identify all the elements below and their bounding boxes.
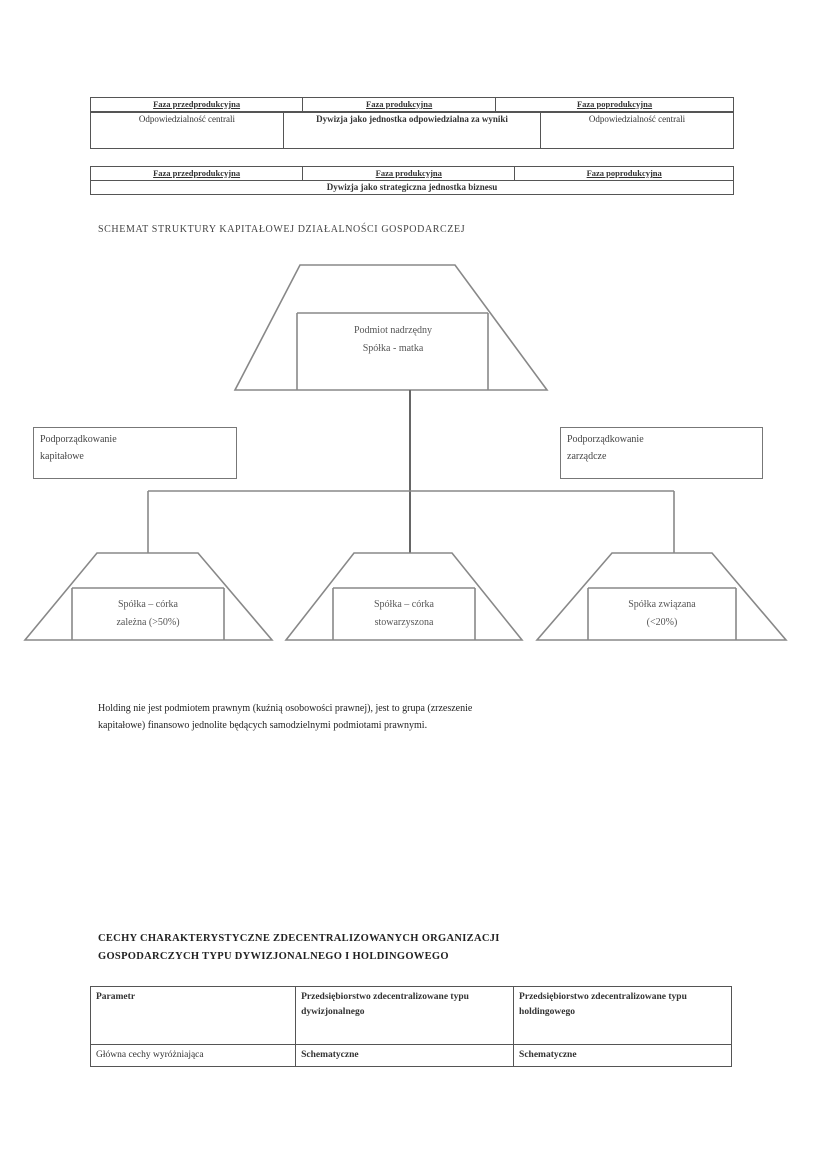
related-company-line1: Spółka związana: [628, 599, 696, 610]
associate-label: Spółka – córka stowarzyszona: [333, 596, 475, 632]
table1-header-prod: Faza produkcyjna: [302, 97, 497, 112]
table3-row0-holding: Schematyczne: [513, 1044, 732, 1067]
phase-table-1: Faza przedprodukcyjna Faza produkcyjna F…: [89, 97, 734, 112]
related-company-label: Spółka związana (<20%): [588, 596, 736, 632]
diagram-title: SCHEMAT STRUKTURY KAPITAŁOWEJ DZIAŁALNOŚ…: [98, 224, 466, 235]
table3-row0-divisional: Schematyczne: [295, 1044, 515, 1067]
phase-table-2: Faza przedprodukcyjna Faza produkcyjna F…: [89, 166, 734, 195]
parent-company-line1: Podmiot nadrzędny: [353, 325, 433, 336]
characteristics-table: Parametr Przedsiębiorstwo zdecentralizow…: [89, 986, 732, 1067]
table3-header-param: Parametr: [89, 986, 297, 1045]
parent-company-label: Podmiot nadrzędny Spółka - matka: [298, 322, 488, 358]
related-company-line2: (<20%): [646, 617, 678, 628]
table1-header-pre: Faza przedprodukcyjna: [89, 97, 304, 112]
table3-row0-param: Główna cechy wyróżniająca: [89, 1044, 297, 1067]
table3-header-divisional: Przedsiębiorstwo zdecentralizowane typu …: [295, 986, 515, 1045]
table2-cell-merged: Dywizja jako strategiczna jednostka bizn…: [90, 180, 734, 195]
table1-cell-prod: Dywizja jako jednostka odpowiedzialna za…: [282, 112, 542, 149]
phase-table-1-body: Odpowiedzialność centrali Dywizja jako j…: [90, 112, 734, 149]
associate-line1: Spółka – córka: [374, 599, 434, 610]
table3-header-holding: Przedsiębiorstwo zdecentralizowane typu …: [513, 986, 732, 1045]
table1-header-post: Faza poprodukcyjna: [495, 97, 734, 112]
table1-cell-pre: Odpowiedzialność centrali: [90, 112, 284, 149]
capital-subordination-line1: Podporządkowanie: [40, 434, 117, 445]
associate-line2: stowarzyszona: [374, 617, 434, 628]
parent-company-line2: Spółka - matka: [362, 343, 424, 354]
section2-title: CECHY CHARAKTERYSTYCZNE ZDECENTRALIZOWAN…: [98, 930, 718, 966]
management-subordination-line1: Podporządkowanie: [567, 434, 644, 445]
section2-title-line2: GOSPODARCZYCH TYPU DYWIZJONALNEGO I HOLD…: [98, 951, 449, 962]
section2-title-line1: CECHY CHARAKTERYSTYCZNE ZDECENTRALIZOWAN…: [98, 933, 500, 944]
management-subordination-box: Podporządkowanie zarządcze: [560, 427, 763, 479]
holding-definition-paragraph: Holding nie jest podmiotem prawnym (kuźn…: [98, 700, 738, 734]
subsidiary-line2: zależna (>50%): [116, 617, 180, 628]
management-subordination-line2: zarządcze: [567, 451, 607, 462]
table1-cell-post: Odpowiedzialność centrali: [540, 112, 734, 149]
capital-subordination-box: Podporządkowanie kapitałowe: [33, 427, 237, 479]
holding-structure-diagram: [23, 264, 788, 641]
paragraph-line1: Holding nie jest podmiotem prawnym (kuźn…: [98, 703, 473, 714]
capital-subordination-line2: kapitałowe: [40, 451, 84, 462]
subsidiary-label: Spółka – córka zależna (>50%): [72, 596, 224, 632]
subsidiary-line1: Spółka – córka: [118, 599, 178, 610]
paragraph-line2: kapitałowe) finansowo jednolite będących…: [98, 720, 428, 731]
